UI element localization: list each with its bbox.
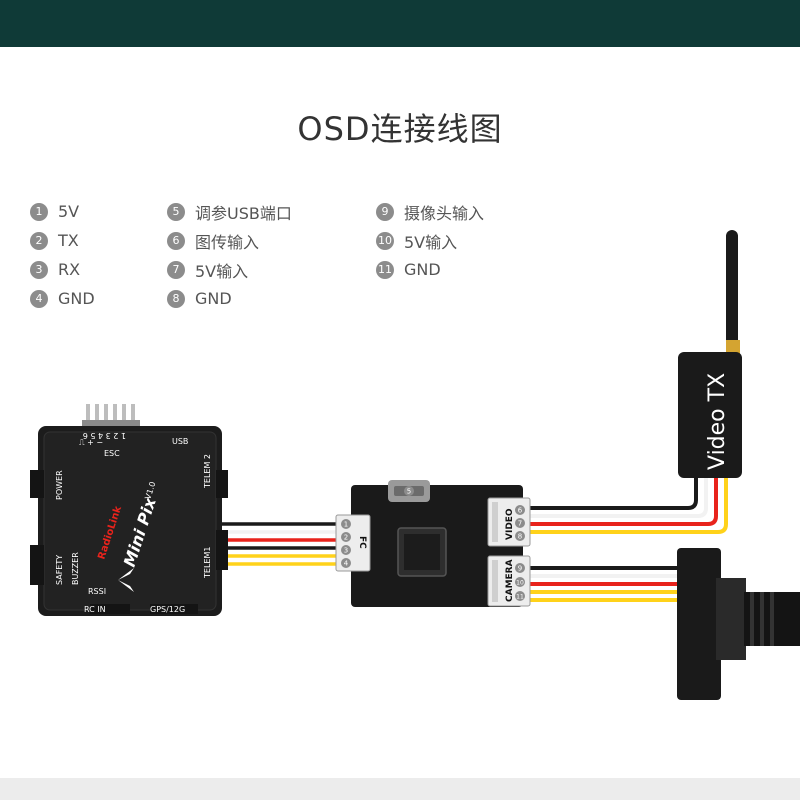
pin-number-badge: 2 (30, 231, 48, 250)
legend-label: 5V输入 (404, 232, 458, 252)
svg-text:2: 2 (344, 534, 348, 542)
camera-connector: 9 10 11 CAMERA (487, 555, 531, 607)
legend-label: GND (195, 289, 232, 308)
legend-item: 5 调参USB端口 (167, 197, 292, 226)
telem2-label: TELEM 2 (203, 454, 212, 489)
svg-text:6: 6 (518, 507, 523, 515)
legend-label: GND (58, 289, 95, 308)
antenna (726, 230, 738, 350)
svg-text:1: 1 (344, 521, 348, 529)
legend-item: 9 摄像头输入 (376, 197, 484, 226)
legend-column-1: 1 5V 2 TX 3 RX 4 GND (30, 197, 95, 313)
legend-item: 3 RX (30, 255, 95, 284)
video-cable (528, 476, 728, 534)
camera-module (677, 548, 800, 700)
camera-cable (528, 566, 700, 602)
legend-item: 6 图传输入 (167, 226, 292, 255)
safety-label: SAFETY (55, 555, 64, 585)
signal-symbol: ⎍ + − (79, 438, 103, 447)
legend-item: 1 5V (30, 197, 95, 226)
pin-number-badge: 5 (407, 488, 411, 496)
osd-chip (397, 527, 447, 577)
direction-arrow-icon (118, 568, 134, 592)
pin-number-badge: 5 (167, 202, 185, 221)
legend-column-3: 9 摄像头输入 10 5V输入 11 GND (376, 197, 484, 284)
rssi-label: RSSI (88, 587, 106, 596)
gps-label: GPS/12G (150, 605, 185, 614)
pin-number-badge: 3 (30, 260, 48, 279)
pin-number-badge: 6 (167, 231, 185, 250)
video-tx-label: Video TX (705, 373, 730, 470)
fc-connector: 1 2 3 4 FC (335, 514, 371, 572)
legend-label: 5V输入 (195, 261, 249, 281)
top-banner (0, 0, 800, 47)
bottom-strip (0, 778, 800, 800)
legend-item: 8 GND (167, 284, 292, 313)
pin-number-badge: 4 (30, 289, 48, 308)
pin-badge-5 (404, 486, 414, 496)
camera-label: CAMERA (505, 559, 515, 602)
osd-board: 5 1 2 3 4 FC 6 7 8 VIDEO 9 (335, 480, 531, 607)
esc-label: ESC (104, 449, 120, 458)
telem1-label: TELEM1 (203, 547, 212, 579)
legend-label: RX (58, 260, 81, 279)
pin-number-badge: 11 (376, 260, 394, 279)
legend-label: 5V (58, 202, 80, 221)
svg-text:3: 3 (344, 547, 348, 555)
esc-pin-header (82, 404, 140, 428)
pin-number-badge: 7 (167, 260, 185, 279)
usb-label: USB (172, 437, 188, 446)
legend-item: 7 5V输入 (167, 255, 292, 284)
mini-pix-board: 1 2 3 4 5 6 ⎍ + − ESC USB POWER TELEM 2 … (30, 404, 228, 616)
video-connector: 6 7 8 VIDEO (487, 497, 531, 547)
svg-text:10: 10 (516, 580, 524, 587)
pin-number-badge: 10 (376, 231, 394, 250)
svg-text:11: 11 (516, 594, 524, 601)
fc-label: FC (357, 536, 367, 549)
svg-text:4: 4 (344, 560, 349, 568)
legend-item: 4 GND (30, 284, 95, 313)
pin-number-badge: 9 (376, 202, 394, 221)
legend-label: GND (404, 260, 441, 279)
legend-label: 图传输入 (195, 232, 260, 252)
buzzer-label: BUZZER (71, 552, 80, 585)
svg-text:7: 7 (518, 520, 522, 528)
svg-text:8: 8 (518, 533, 522, 541)
video-tx-module: Video TX (678, 230, 742, 478)
pin-number-badge: 1 (30, 202, 48, 221)
pin-number-badge: 8 (167, 289, 185, 308)
page-title: OSD连接线图 (297, 110, 503, 148)
legend-label: 调参USB端口 (195, 203, 292, 223)
svg-text:9: 9 (518, 565, 522, 573)
legend-item: 11 GND (376, 255, 484, 284)
power-label: POWER (55, 470, 64, 500)
legend-label: 摄像头输入 (404, 203, 485, 223)
rcin-label: RC IN (84, 605, 106, 614)
pin-numbers-label: 1 2 3 4 5 6 (83, 431, 126, 440)
fc-cable (220, 522, 340, 566)
legend-item: 10 5V输入 (376, 226, 484, 255)
legend-column-2: 5 调参USB端口 6 图传输入 7 5V输入 8 GND (167, 197, 292, 313)
video-label: VIDEO (505, 508, 515, 540)
legend-item: 2 TX (30, 226, 95, 255)
legend-label: TX (58, 231, 79, 250)
